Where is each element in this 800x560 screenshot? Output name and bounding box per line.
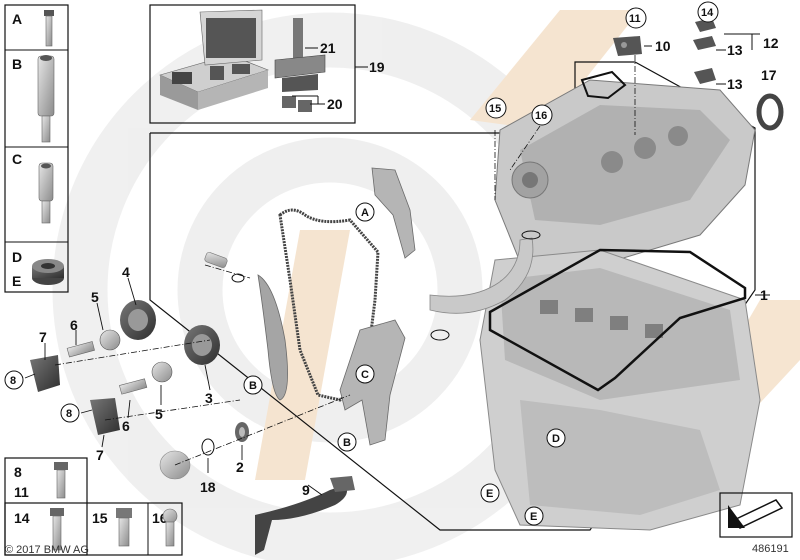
callout-c: C: [361, 369, 369, 381]
callout-20: 20: [327, 96, 343, 112]
screw-14-icon: [50, 508, 64, 551]
stud-bolt-b-icon: [37, 55, 55, 143]
callout-7a: 7: [39, 329, 47, 345]
bolt-15-icon: [116, 508, 132, 547]
central-bolt-6a: [66, 341, 95, 358]
copyright-text: © 2017 BMW AG: [5, 544, 89, 556]
legend-label-c: C: [12, 151, 22, 167]
callout-12: 12: [763, 35, 779, 51]
bracket-10: [613, 36, 652, 56]
circled-callout-text: 8 8 11 14 15 16 A B C B D E E: [10, 7, 714, 523]
legend-label-b: B: [12, 56, 22, 72]
callout-1: 1: [760, 287, 768, 303]
seal-ring-17: [756, 93, 784, 131]
tool-blocks-icon: [282, 96, 312, 112]
callout-a: A: [361, 207, 369, 219]
callout-17: 17: [761, 67, 777, 83]
callout-b1: B: [249, 380, 257, 392]
sprocket-2: [235, 422, 249, 442]
bolt-a-icon: [44, 10, 54, 47]
tensioner-rail-b: [257, 274, 288, 401]
tool-holder-icon: [274, 18, 326, 92]
callout-d: D: [552, 433, 560, 445]
stud-bolt-c-icon: [38, 162, 54, 224]
callout-18: 18: [200, 479, 216, 495]
callout-2: 2: [236, 459, 244, 475]
valve-cover-clips: [693, 18, 760, 85]
legend-label-11: 11: [14, 484, 29, 500]
tool-case-icon: [159, 9, 269, 110]
engine-block: [479, 249, 761, 531]
plug-de-icon: [32, 259, 64, 285]
callout-b2: B: [343, 437, 351, 449]
callout-leaders: [24, 277, 323, 496]
vanos-unit-4: [99, 300, 156, 351]
guide-rail-c: [339, 319, 406, 446]
callout-13b: 13: [727, 76, 743, 92]
callout-21: 21: [320, 40, 336, 56]
head-gasket: [488, 248, 747, 392]
guide-rail-a: [371, 167, 416, 259]
legend-label-d: D: [12, 249, 22, 265]
callout-3: 3: [205, 390, 213, 406]
assembly-axis-lines: [54, 55, 636, 466]
callout-16: 16: [535, 110, 547, 122]
callout-6b: 6: [122, 418, 130, 434]
chain-tensioner: [204, 252, 245, 283]
callout-13a: 13: [727, 42, 743, 58]
callout-6a: 6: [70, 317, 78, 333]
central-bolt-6b: [119, 378, 148, 395]
legend-label-8: 8: [14, 464, 22, 480]
legend-label-14: 14: [14, 510, 30, 526]
solenoid-valve-7a: [30, 355, 60, 392]
callout-7b: 7: [96, 447, 104, 463]
legend-label-a: A: [12, 11, 22, 27]
cylinder-head-cover: [494, 79, 756, 263]
solenoid-valve-7b: [90, 398, 120, 435]
callout-10: 10: [655, 38, 671, 54]
legend-bottom: 8 11 14 15 16: [4, 457, 183, 556]
oil-pipe-upper: [429, 230, 541, 341]
circled-callouts: [4, 1, 719, 526]
cover-gasket: [580, 70, 627, 100]
legend-label-e: E: [12, 273, 21, 289]
callout-8b: 8: [66, 408, 72, 420]
ball-stud-16-icon: [162, 508, 178, 547]
view-direction-box: [719, 492, 793, 538]
callout-11: 11: [629, 13, 641, 25]
tool-kit-frame: [149, 4, 368, 124]
callout-19: 19: [369, 59, 385, 75]
legend-column: A B C D E: [4, 4, 69, 293]
callout-8a: 8: [10, 375, 16, 387]
callout-5a: 5: [91, 289, 99, 305]
oil-pipe-9: [255, 476, 355, 555]
vanos-unit-3: [151, 325, 220, 383]
callout-15: 15: [489, 103, 501, 115]
callout-4: 4: [122, 264, 130, 280]
callout-9: 9: [302, 482, 310, 498]
callout-14: 14: [701, 7, 714, 19]
diagram-id: 486191: [752, 543, 789, 555]
callout-numbers: 1 2 3 4 5 5 6 6 7 7 9 10 12 13 13 17 18 …: [39, 35, 779, 498]
arrow-symbol-icon: [728, 499, 784, 529]
callout-5b: 5: [155, 406, 163, 422]
callout-e1: E: [486, 488, 493, 500]
callout-e2: E: [530, 511, 537, 523]
screw-8-11-icon: [54, 462, 68, 499]
legend-label-15: 15: [92, 510, 108, 526]
